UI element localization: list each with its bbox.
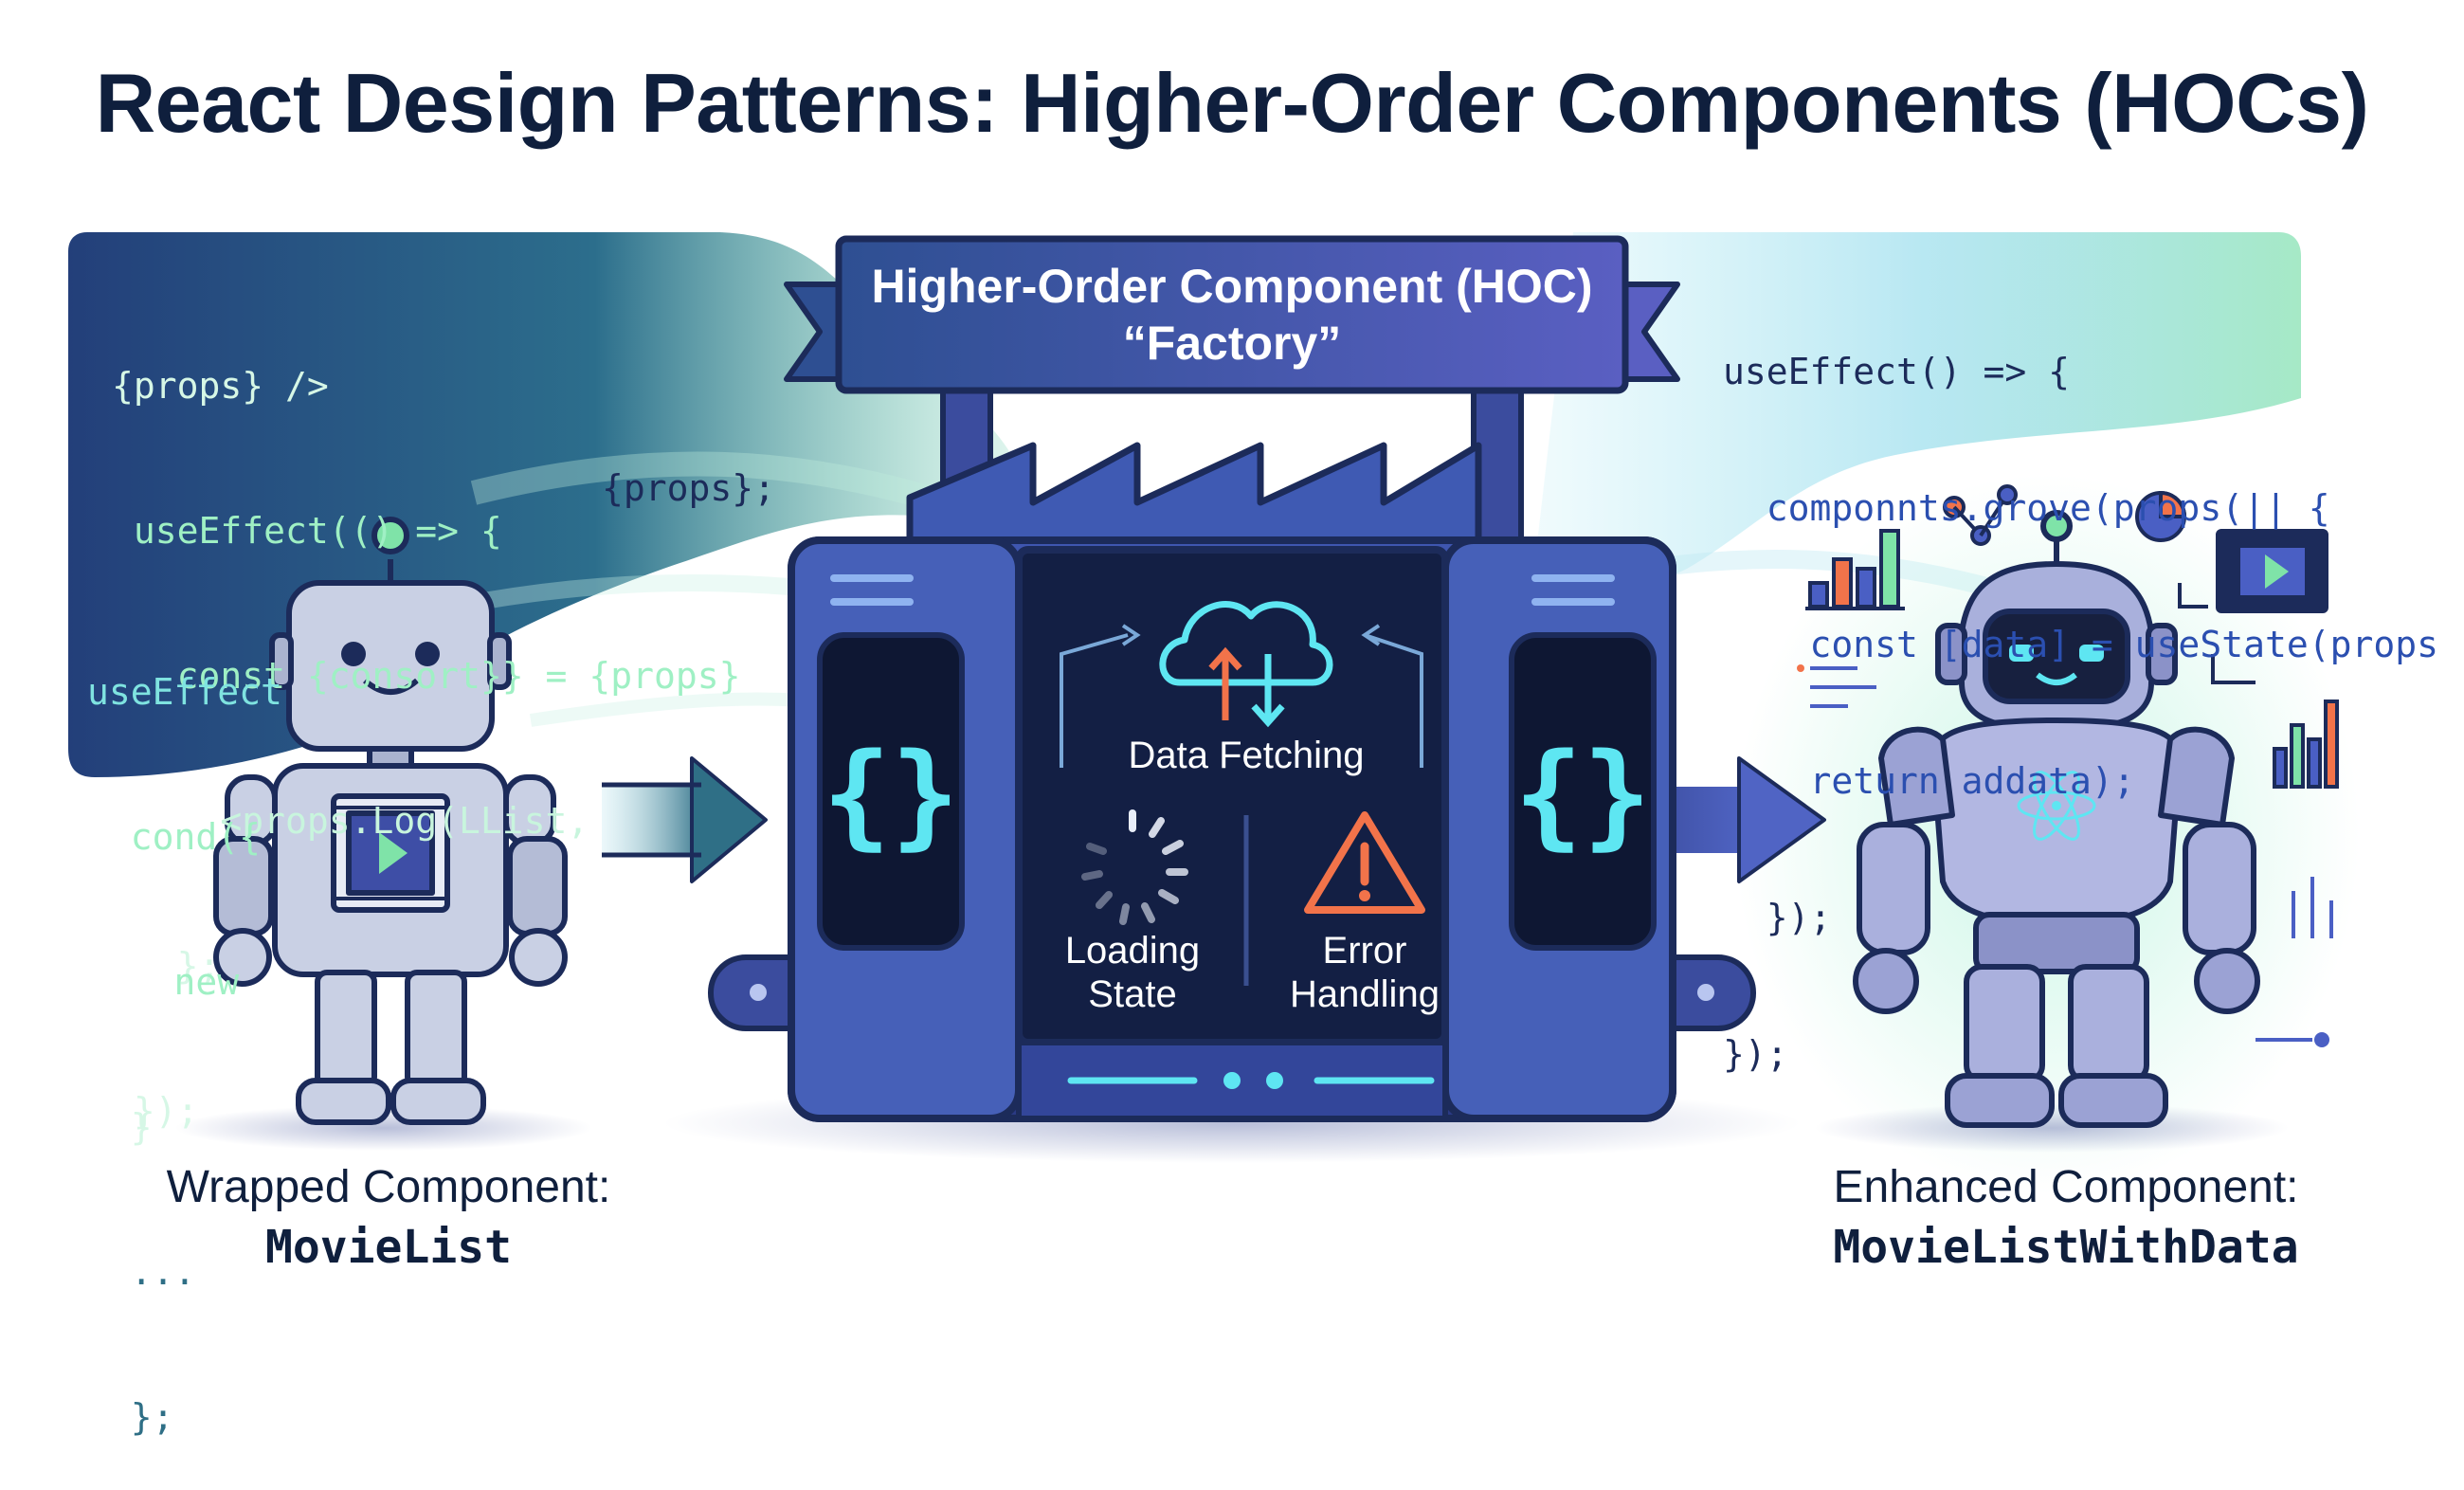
right-code-line: }); bbox=[1723, 897, 1832, 938]
data-decorations bbox=[1797, 484, 2339, 1047]
factory-banner bbox=[835, 235, 1629, 394]
hoc-diagram: React Design Patterns: Higher-Order Comp… bbox=[68, 56, 2438, 1438]
left-code-line: }); bbox=[112, 1090, 199, 1132]
enhanced-component-label: Enhanced Component: MovieListWithData bbox=[1734, 1161, 2398, 1274]
enhanced-robot bbox=[1853, 510, 2260, 1128]
left-code-floating: {props}; bbox=[602, 467, 776, 509]
error-line1: Error bbox=[1322, 930, 1407, 972]
error-handling-label: Error Handling bbox=[1265, 929, 1464, 1016]
left-code-lower-line: useEffect bbox=[87, 671, 282, 713]
input-arrow bbox=[602, 756, 768, 883]
left-code-line: {props} /> bbox=[112, 365, 329, 407]
right-brace-glyph: {} bbox=[1513, 730, 1652, 862]
left-code-lower-block: useEffect cond({ new } ... }; bbox=[87, 572, 282, 1490]
warning-icon bbox=[1304, 811, 1425, 914]
enhanced-label-line1: Enhanced Component: bbox=[1833, 1162, 2299, 1212]
wrapped-label-line2: MovieList bbox=[264, 1221, 513, 1274]
left-code-line: <props.Log(LList, bbox=[112, 800, 589, 842]
right-code-line: return addata); bbox=[1723, 760, 2135, 802]
wrapped-label-line1: Wrapped Component: bbox=[166, 1162, 611, 1212]
left-code-line: useEffect(() => { bbox=[112, 510, 502, 552]
left-brace-glyph: {} bbox=[822, 730, 960, 862]
right-code-line: const [data] = useState(props bbox=[1723, 624, 2438, 665]
loading-line1: Loading bbox=[1064, 930, 1201, 972]
loading-line2: State bbox=[1088, 973, 1177, 1015]
factory-banner-line1: Higher-Order Component (HOC) bbox=[871, 260, 1593, 313]
hoc-factory bbox=[708, 235, 1756, 1122]
cloud-sync-icon bbox=[1159, 601, 1333, 728]
factory-banner-text: Higher-Order Component (HOC) “Factory” bbox=[839, 258, 1625, 372]
page-title: React Design Patterns: Higher-Order Comp… bbox=[95, 56, 2369, 150]
right-code-line: componnts.grove(props(|| { bbox=[1723, 487, 2330, 529]
error-line2: Handling bbox=[1290, 973, 1440, 1015]
left-code-line: }; bbox=[112, 945, 221, 987]
left-code-block: {props} /> useEffect(() => { const {cons… bbox=[112, 265, 740, 1184]
left-code-lower-line: }; bbox=[87, 1396, 174, 1438]
left-code-line: const {consort}} = {props} bbox=[112, 655, 741, 697]
right-code-line: }); bbox=[1723, 1033, 1788, 1075]
diagram-art bbox=[68, 232, 2360, 1194]
wrapped-component-label: Wrapped Component: MovieList bbox=[95, 1161, 682, 1274]
left-code-lower-line: } bbox=[87, 1106, 153, 1148]
data-fetching-label: Data Fetching bbox=[1128, 735, 1365, 776]
right-code-block: useEffect() => { componnts.grove(props(|… bbox=[1723, 258, 2438, 1122]
left-code-lower-line: new bbox=[87, 961, 240, 1003]
right-code-line: useEffect() => { bbox=[1723, 351, 2071, 392]
enhanced-label-line2: MovieListWithData bbox=[1833, 1221, 2299, 1274]
factory-banner-line2: “Factory” bbox=[1122, 317, 1342, 370]
left-code-lower-line: cond({ bbox=[87, 816, 262, 858]
right-code-band bbox=[1535, 232, 2301, 587]
loading-spinner-icon bbox=[1081, 809, 1188, 925]
wrapped-robot bbox=[213, 517, 568, 1125]
loading-state-label: Loading State bbox=[1038, 929, 1227, 1016]
left-code-lower-line: ... bbox=[87, 1251, 196, 1293]
